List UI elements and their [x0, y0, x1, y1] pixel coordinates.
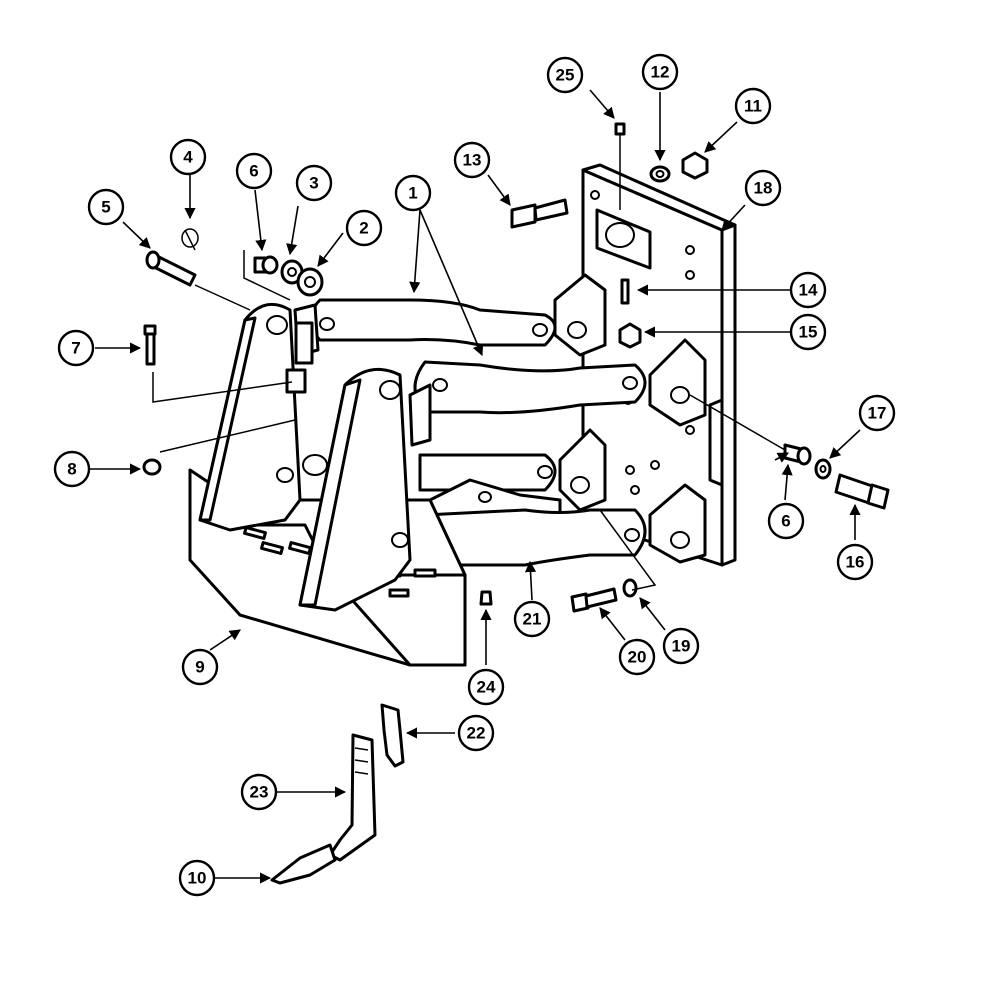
callout-10-label: 10: [188, 869, 207, 888]
washers-2-3: [280, 259, 324, 297]
pin-16: [834, 473, 890, 510]
callout-12[interactable]: 12: [641, 53, 679, 91]
callout-13[interactable]: 13: [453, 141, 491, 179]
callout-11-label: 11: [744, 97, 762, 116]
callout-17[interactable]: 17: [858, 394, 896, 432]
callout-5[interactable]: 5: [87, 188, 125, 226]
lynch-pin-4: [181, 228, 199, 251]
callout-13-label: 13: [463, 151, 482, 170]
cotter-pin-14: [620, 278, 630, 305]
callout-8[interactable]: 8: [53, 450, 91, 488]
callout-15-label: 15: [799, 323, 818, 342]
callout-22[interactable]: 22: [457, 714, 495, 752]
grease-fitting-24: [479, 590, 493, 606]
leader-lines: [152, 250, 786, 591]
callout-19-label: 19: [672, 637, 691, 656]
shank-23: [328, 733, 377, 862]
callout-6-right[interactable]: 6: [767, 502, 805, 540]
callout-17-label: 17: [868, 404, 887, 423]
bushing-6-right: [783, 443, 812, 466]
callout-3[interactable]: 3: [295, 164, 333, 202]
callout-5-label: 5: [101, 198, 110, 217]
bolt-7: [143, 324, 157, 366]
callout-14[interactable]: 14: [789, 271, 827, 309]
callout-24[interactable]: 24: [467, 668, 505, 706]
ripper-tooth-10: [270, 843, 337, 885]
bolt-13: [510, 198, 569, 229]
callout-11[interactable]: 11: [734, 87, 772, 125]
plate-lugs: [553, 273, 707, 564]
shank-cap-22: [380, 703, 405, 768]
callout-23-label: 23: [250, 783, 269, 802]
nut-11-washer-12: [649, 151, 709, 183]
bushing-6-top: [253, 255, 279, 275]
callout-7[interactable]: 7: [57, 329, 95, 367]
callout-21-label: 21: [523, 610, 542, 629]
nut-8: [142, 458, 162, 476]
callout-6-right-label: 6: [781, 512, 790, 531]
callout-2-label: 2: [359, 219, 368, 238]
callout-19[interactable]: 19: [662, 627, 700, 665]
callout-9[interactable]: 9: [181, 648, 219, 686]
callout-20-label: 20: [628, 648, 647, 667]
washer-17: [814, 458, 832, 480]
rear-side-plate: [198, 302, 320, 532]
callout-arrows: [90, 89, 861, 884]
callout-23[interactable]: 23: [240, 773, 278, 811]
bolt-20: [570, 587, 618, 613]
washer-19: [622, 578, 638, 598]
callout-6-top[interactable]: 6: [235, 152, 273, 190]
bracket-7-8: [285, 321, 314, 394]
grease-fitting-25: [614, 122, 626, 210]
callout-3-label: 3: [309, 174, 318, 193]
callout-1[interactable]: 1: [394, 174, 432, 212]
callout-1-label: 1: [408, 184, 417, 203]
callout-24-label: 24: [477, 678, 496, 697]
callout-18[interactable]: 18: [744, 169, 782, 207]
front-side-plate: [298, 367, 432, 612]
callout-14-label: 14: [799, 281, 818, 300]
callout-15[interactable]: 15: [789, 313, 827, 351]
callout-25[interactable]: 25: [546, 56, 584, 94]
nut-15: [618, 322, 642, 349]
callout-12-label: 12: [651, 63, 670, 82]
callout-22-label: 22: [467, 724, 486, 743]
callout-4-label: 4: [183, 148, 193, 167]
callout-6-top-label: 6: [249, 162, 258, 181]
callout-4[interactable]: 4: [169, 138, 207, 176]
callout-16[interactable]: 16: [836, 543, 874, 581]
callout-18-label: 18: [754, 179, 773, 198]
callout-2[interactable]: 2: [345, 209, 383, 247]
callout-9-label: 9: [195, 658, 204, 677]
callout-7-label: 7: [71, 339, 80, 358]
callout-20[interactable]: 20: [618, 638, 656, 676]
callout-16-label: 16: [846, 553, 865, 572]
callout-8-label: 8: [67, 460, 76, 479]
upper-link-rear: [308, 298, 557, 347]
pin-5: [145, 250, 197, 287]
callout-10[interactable]: 10: [178, 859, 216, 897]
callout-21[interactable]: 21: [513, 600, 551, 638]
callout-25-label: 25: [556, 66, 575, 85]
